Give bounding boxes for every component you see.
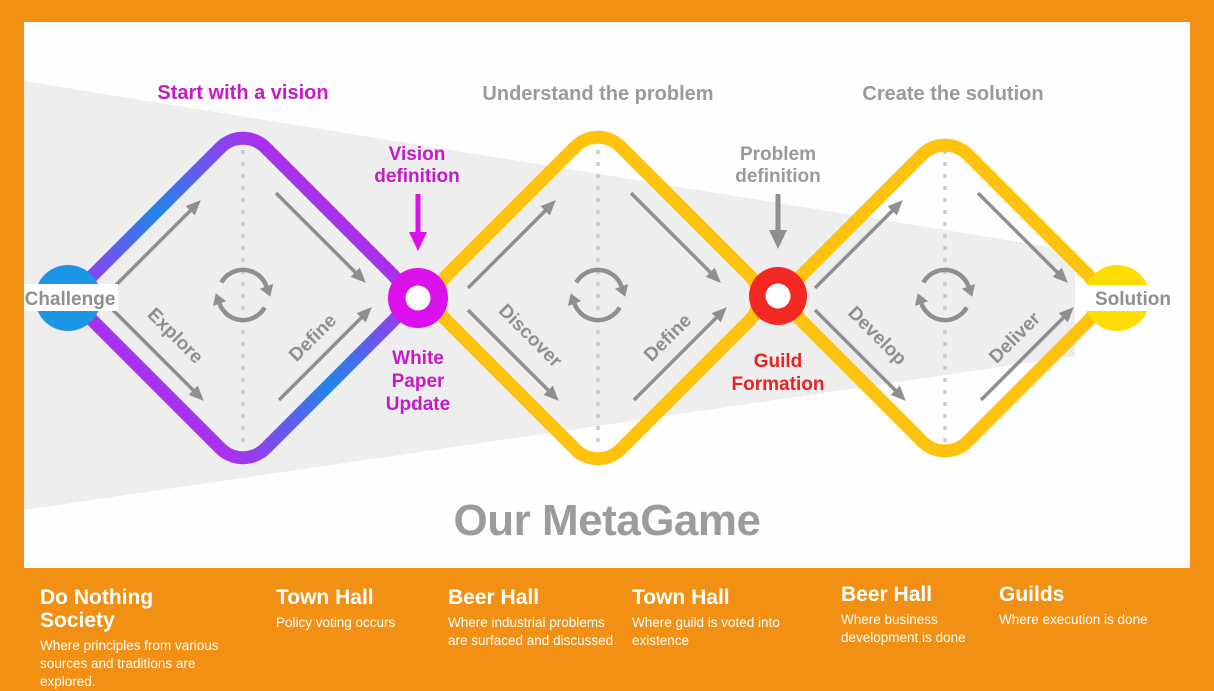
metagame-diagram: Explore Define Discover Define Develop D… <box>24 22 1190 568</box>
white-paper-update-line2: Paper <box>392 371 445 392</box>
problem-definition-line1: Problem <box>740 144 816 165</box>
legend-item-do-nothing-society: Do Nothing Society Where principles from… <box>40 586 232 691</box>
diamond2-lower-left-arrow <box>466 308 559 401</box>
legend-heading: Guilds <box>999 583 1065 606</box>
problem-definition-pointer-arrowhead <box>769 230 787 249</box>
diamond3-lower-right-arrow <box>979 307 1074 402</box>
diamond3-lower-left-arrow <box>813 308 906 401</box>
challenge-label: Challenge <box>25 289 116 310</box>
legend-description: Where industrial problems are surfaced a… <box>448 615 614 648</box>
legend-heading: Do Nothing Society <box>40 586 154 633</box>
guild-formation-line1: Guild <box>754 351 803 372</box>
diamond1-lower-right-arrow <box>277 307 372 402</box>
legend-description: Where guild is voted into existence <box>632 615 780 648</box>
diamond2-outline <box>430 130 766 466</box>
diamond3-outline <box>785 138 1105 458</box>
legend-heading: Beer Hall <box>448 586 540 609</box>
diamond2-upper-left-arrow <box>466 200 556 290</box>
phase-heading-problem: Understand the problem <box>482 83 713 105</box>
problem-milestone-node-center <box>765 283 791 309</box>
diamond1-upper-left-arrow <box>111 200 201 290</box>
phase-heading-vision: Start with a vision <box>157 82 328 104</box>
background-wedge <box>24 81 1075 510</box>
diamond1-outline <box>76 131 410 465</box>
problem-definition-line2: definition <box>735 166 820 187</box>
diamond2-lower-right-arrow <box>632 307 727 402</box>
legend-description: Where principles from various sources an… <box>40 638 219 689</box>
vision-definition-pointer-arrowhead <box>409 232 427 251</box>
challenge-label-band <box>24 284 118 311</box>
vision-definition-line2: definition <box>374 166 459 187</box>
solution-label: Solution <box>1095 289 1171 310</box>
page-title: Our MetaGame <box>454 496 761 545</box>
legend-description: Policy voting occurs <box>276 615 396 631</box>
white-paper-update-line1: White <box>392 348 444 369</box>
legend-description: Where business development is done <box>841 612 966 645</box>
diamond1-upper-right-arrow <box>274 191 366 283</box>
legend-item-beer-hall-2: Beer Hall Where business development is … <box>841 583 983 647</box>
legend-heading: Town Hall <box>276 586 374 609</box>
legend-item-beer-hall-1: Beer Hall Where industrial problems are … <box>448 586 628 650</box>
diamond3-upper-left-arrow <box>813 200 903 290</box>
legend-heading: Beer Hall <box>841 583 933 606</box>
diamond3-upper-right-arrow <box>976 191 1068 283</box>
vision-definition-line1: Vision <box>389 144 446 165</box>
guild-formation-line2: Formation <box>732 374 825 395</box>
legend-item-town-hall-2: Town Hall Where guild is voted into exis… <box>632 586 798 650</box>
diamond1-lower-left-arrow <box>111 308 204 401</box>
diamond2-upper-right-arrow <box>629 191 721 283</box>
legend-description: Where execution is done <box>999 612 1148 628</box>
legend-item-town-hall-1: Town Hall Policy voting occurs <box>276 586 446 632</box>
legend-item-guilds: Guilds Where execution is done <box>999 583 1179 629</box>
solution-label-band <box>1076 285 1190 311</box>
vision-milestone-node-center <box>405 285 431 311</box>
legend-heading: Town Hall <box>632 586 730 609</box>
phase-heading-solution: Create the solution <box>862 83 1043 105</box>
white-paper-update-line3: Update <box>386 394 450 415</box>
